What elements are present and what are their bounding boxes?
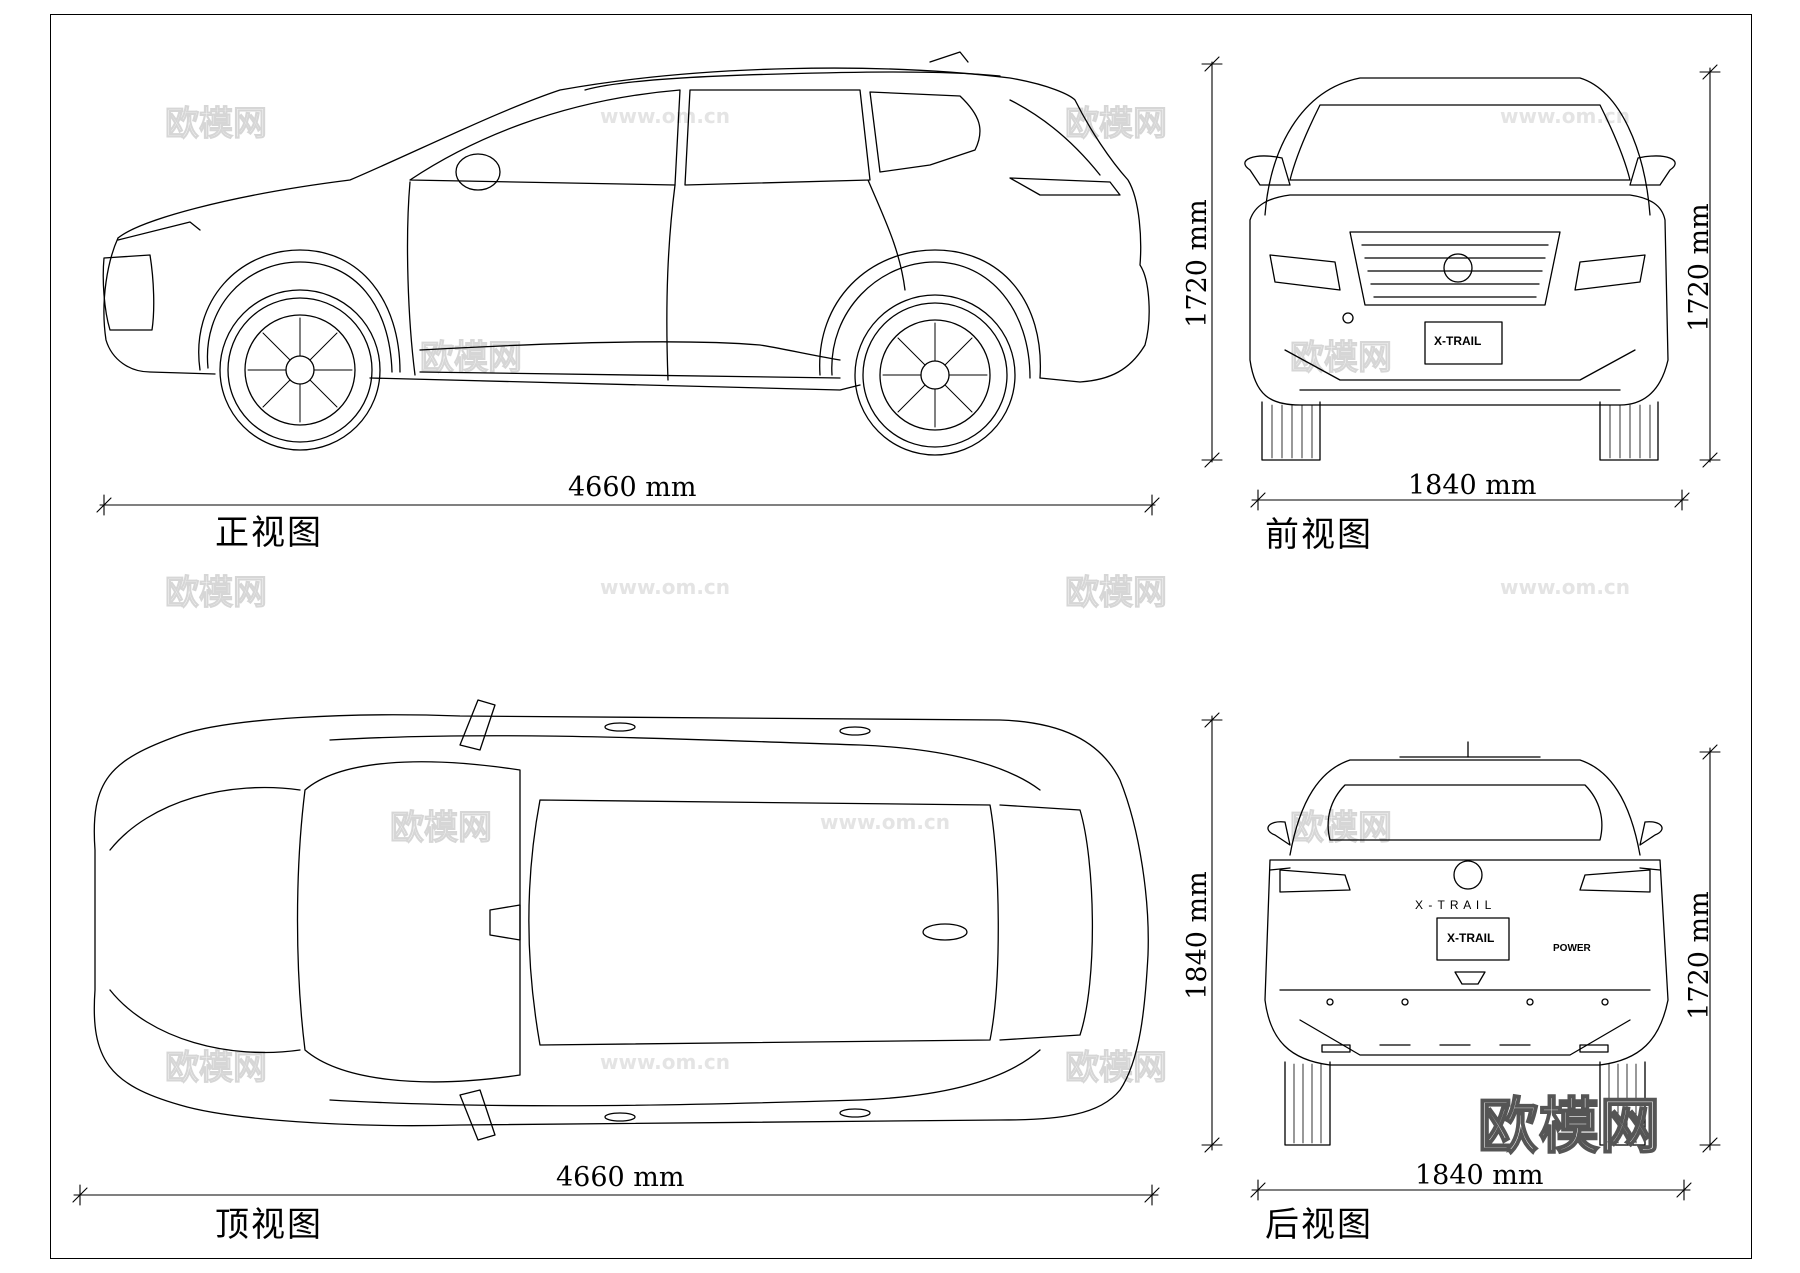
front-width-label: 1840 mm bbox=[1408, 470, 1537, 501]
rear-emblem-text: X - T R A I L bbox=[1415, 898, 1493, 912]
top-view-car bbox=[93, 699, 1149, 1141]
watermark-url: www.om.cn bbox=[600, 104, 731, 128]
watermark-brand: 欧模网 bbox=[165, 573, 268, 614]
side-view-label: 正视图 bbox=[215, 513, 323, 553]
top-width-label: 1840 mm bbox=[1181, 871, 1213, 1000]
watermark-url: www.om.cn bbox=[820, 810, 951, 834]
front-height-label-right: 1720 mm bbox=[1683, 203, 1715, 332]
side-length-label: 4660 mm bbox=[568, 472, 697, 503]
rear-badge-text: X-TRAIL bbox=[1447, 931, 1495, 945]
top-length-label: 4660 mm bbox=[556, 1162, 685, 1193]
watermark-url: www.om.cn bbox=[1500, 575, 1631, 599]
watermark-brand: 欧模网 bbox=[1065, 104, 1168, 145]
front-height-label: 1720 mm bbox=[1181, 199, 1213, 328]
top-view-label: 顶视图 bbox=[215, 1205, 323, 1245]
power-text: POWER bbox=[1553, 943, 1591, 954]
front-badge-text: X-TRAIL bbox=[1434, 334, 1482, 348]
watermark-brand: 欧模网 bbox=[1065, 1048, 1168, 1089]
watermark-url: www.om.cn bbox=[1500, 104, 1631, 128]
rear-height-label: 1720 mm bbox=[1683, 891, 1715, 1020]
rear-view-car bbox=[1264, 741, 1669, 1146]
watermark-url: www.om.cn bbox=[600, 575, 731, 599]
front-view-label: 前视图 bbox=[1265, 515, 1373, 555]
watermark-brand: 欧模网 bbox=[390, 808, 493, 849]
drawing-frame bbox=[50, 14, 1752, 1259]
watermark-brand: 欧模网 bbox=[165, 104, 268, 145]
watermark-url: www.om.cn bbox=[600, 1050, 731, 1074]
watermark-brand: 欧模网 bbox=[1065, 573, 1168, 614]
brand-watermark: 欧模网 bbox=[1477, 1091, 1661, 1163]
watermark-brand: 欧模网 bbox=[1290, 808, 1393, 849]
dimension-lines bbox=[72, 56, 1721, 1206]
watermark-brand: 欧模网 bbox=[165, 1048, 268, 1089]
watermark-brand: 欧模网 bbox=[1290, 338, 1393, 379]
side-view-car bbox=[102, 51, 1150, 456]
rear-view-label: 后视图 bbox=[1265, 1205, 1373, 1245]
rear-width-label: 1840 mm bbox=[1415, 1160, 1544, 1191]
front-view-car bbox=[1244, 77, 1676, 461]
